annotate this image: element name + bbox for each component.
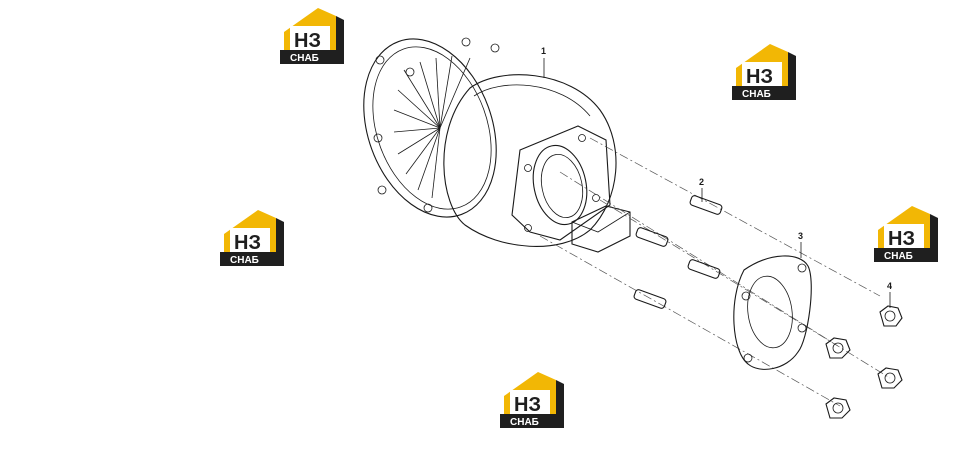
watermark-logo: НЗ СНАБ bbox=[280, 6, 350, 64]
nut bbox=[825, 337, 851, 359]
stud bbox=[689, 195, 723, 215]
turbine-housing bbox=[363, 37, 631, 253]
stud bbox=[635, 227, 669, 247]
stud bbox=[633, 289, 667, 309]
svg-text:НЗ: НЗ bbox=[294, 30, 321, 52]
callout-part-1: 1 bbox=[541, 46, 546, 56]
nut-group bbox=[825, 305, 903, 419]
gasket bbox=[733, 255, 812, 370]
callout-part-2: 2 bbox=[699, 177, 704, 187]
callout-part-4: 4 bbox=[887, 281, 892, 291]
turbine-vanes bbox=[393, 55, 471, 199]
watermark-logo: НЗ СНАБ bbox=[220, 208, 290, 266]
svg-text:СНАБ: СНАБ bbox=[884, 251, 913, 262]
svg-text:СНАБ: СНАБ bbox=[510, 417, 539, 428]
stud-group bbox=[633, 195, 723, 309]
watermark-logo: НЗ СНАБ bbox=[500, 370, 570, 428]
watermark-logo: НЗ СНАБ bbox=[732, 42, 802, 100]
nut bbox=[877, 367, 903, 389]
nut bbox=[879, 305, 903, 327]
svg-text:СНАБ: СНАБ bbox=[230, 255, 259, 266]
svg-text:НЗ: НЗ bbox=[746, 66, 773, 88]
watermark-logo: НЗ СНАБ bbox=[874, 204, 944, 262]
nut bbox=[825, 397, 851, 419]
callout-part-3: 3 bbox=[798, 231, 803, 241]
stud bbox=[687, 259, 721, 279]
assembly-axis-lines bbox=[539, 137, 891, 407]
svg-text:НЗ: НЗ bbox=[888, 228, 915, 250]
svg-text:СНАБ: СНАБ bbox=[290, 53, 319, 64]
svg-text:НЗ: НЗ bbox=[234, 232, 261, 254]
svg-text:НЗ: НЗ bbox=[514, 394, 541, 416]
svg-text:СНАБ: СНАБ bbox=[742, 89, 771, 100]
